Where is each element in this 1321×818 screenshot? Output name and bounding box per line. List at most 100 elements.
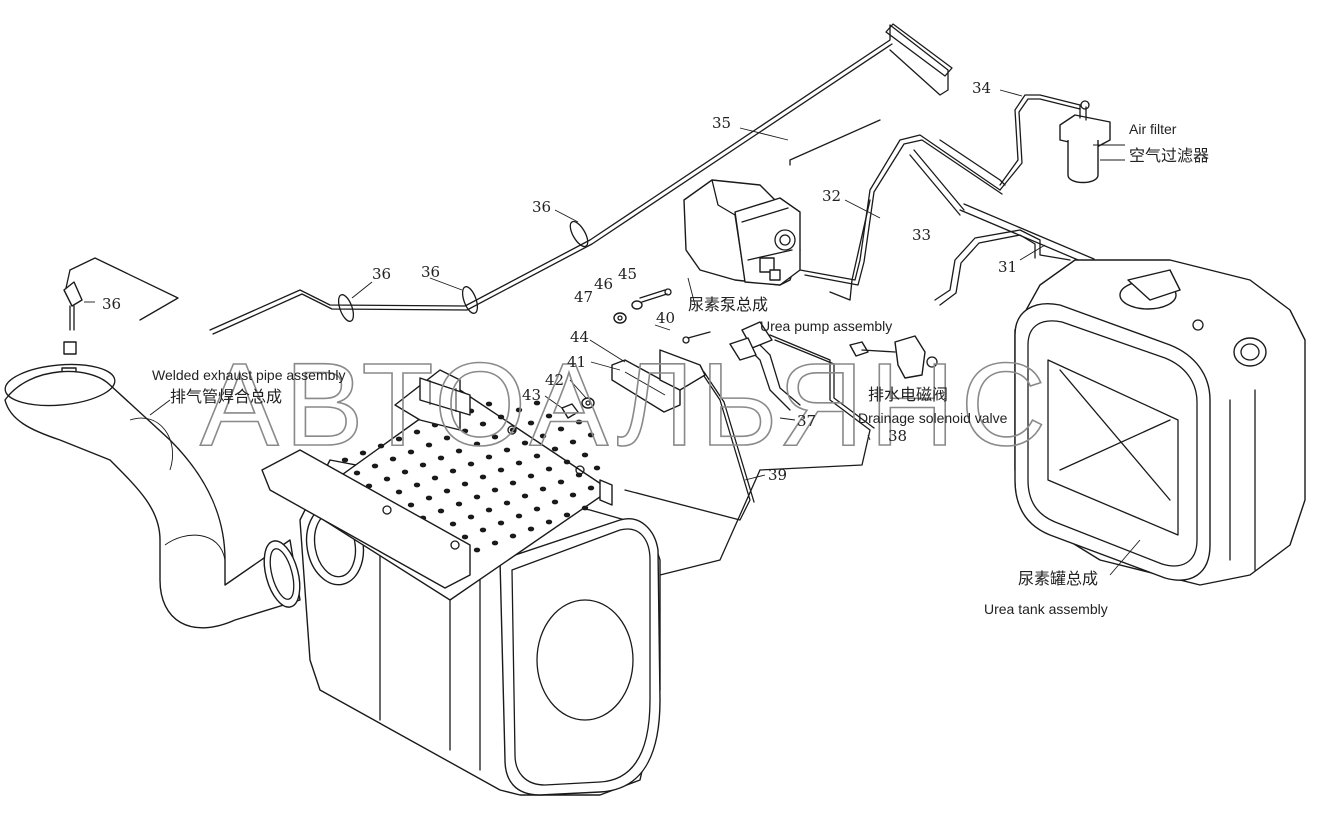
perforation-hole xyxy=(413,429,421,435)
callout-31: 31 xyxy=(998,258,1017,276)
perforation-hole xyxy=(503,500,511,506)
perforation-hole xyxy=(389,456,397,462)
clip-36-c xyxy=(461,286,479,314)
perforation-hole xyxy=(491,540,499,546)
perforation-hole xyxy=(449,521,457,527)
perforation-hole xyxy=(407,449,415,455)
pipe-35 xyxy=(69,23,953,335)
perforation-hole xyxy=(461,428,469,434)
urea-pump xyxy=(683,179,801,286)
perforation-hole xyxy=(371,463,379,469)
air-filter xyxy=(1059,100,1111,184)
perforation-hole xyxy=(545,413,553,419)
perforation-hole xyxy=(485,401,493,407)
callout-36-c: 36 xyxy=(421,263,440,281)
perforation-hole xyxy=(497,414,505,420)
perforation-hole xyxy=(593,465,601,471)
perforation-hole xyxy=(545,466,553,472)
perforation-hole xyxy=(425,442,433,448)
perforation-hole xyxy=(461,534,469,540)
callout-39: 39 xyxy=(768,466,787,484)
perforation-hole xyxy=(581,505,589,511)
perforation-hole xyxy=(413,482,421,488)
callout-33: 33 xyxy=(912,226,931,244)
perforation-hole xyxy=(539,433,547,439)
callout-46: 46 xyxy=(594,275,613,293)
hose-32-33 xyxy=(789,119,1095,301)
urea-tank xyxy=(1014,259,1306,586)
leader-lines xyxy=(84,89,1141,576)
label-air-filter-cn: 空气过滤器 xyxy=(1129,146,1209,165)
callout-47: 47 xyxy=(574,288,593,306)
perforation-hole xyxy=(479,474,487,480)
fastener-45 xyxy=(639,288,672,303)
clip-36-a xyxy=(569,220,589,248)
perforation-hole xyxy=(443,488,451,494)
perforation-hole xyxy=(563,459,571,465)
perforation-hole xyxy=(527,526,535,532)
perforation-hole xyxy=(557,426,565,432)
label-urea-pump-cn: 尿素泵总成 xyxy=(688,295,768,314)
callout-34: 34 xyxy=(972,79,991,97)
perforation-hole xyxy=(515,460,523,466)
perforation-hole xyxy=(491,434,499,440)
callout-44: 44 xyxy=(570,328,589,346)
washer-47 xyxy=(613,312,627,324)
callout-35: 35 xyxy=(712,114,731,132)
perforation-hole xyxy=(557,479,565,485)
label-tank-cn: 尿素罐总成 xyxy=(1018,569,1098,588)
callout-36-d: 36 xyxy=(102,295,121,313)
callout-41: 41 xyxy=(567,353,586,371)
label-air-filter-en: Air filter xyxy=(1129,121,1177,137)
label-drain-en: Drainage solenoid valve xyxy=(858,410,1008,426)
callout-40: 40 xyxy=(656,309,675,327)
perforation-hole xyxy=(479,421,487,427)
perforation-hole xyxy=(497,467,505,473)
perforation-hole xyxy=(551,499,559,505)
perforation-hole xyxy=(527,420,535,426)
perforation-hole xyxy=(515,513,523,519)
perforation-hole xyxy=(509,480,517,486)
label-drain-cn: 排水电磁阀 xyxy=(868,385,948,404)
perforation-hole xyxy=(533,400,541,406)
perforation-hole xyxy=(467,461,475,467)
perforation-hole xyxy=(431,475,439,481)
perforation-hole xyxy=(527,473,535,479)
perforation-hole xyxy=(485,507,493,513)
perforation-hole xyxy=(359,450,367,456)
washer-46 xyxy=(631,300,643,310)
perforation-hole xyxy=(563,512,571,518)
perforation-hole xyxy=(467,514,475,520)
nut-43 xyxy=(561,403,579,419)
perforation-hole xyxy=(449,468,457,474)
callout-32: 32 xyxy=(822,187,841,205)
perforation-hole xyxy=(533,506,541,512)
hose-31 xyxy=(934,229,1071,306)
perforation-hole xyxy=(473,547,481,553)
label-exhaust-cn: 排气管焊合总成 xyxy=(170,387,282,406)
perforation-hole xyxy=(551,446,559,452)
perforation-hole xyxy=(425,495,433,501)
callout-45: 45 xyxy=(618,265,637,283)
perforation-hole xyxy=(461,481,469,487)
perforation-hole xyxy=(455,501,463,507)
perforation-hole xyxy=(581,452,589,458)
washer-42 xyxy=(581,397,595,409)
perforation-hole xyxy=(377,443,385,449)
perforation-hole xyxy=(443,435,451,441)
pipe-34 xyxy=(999,94,1081,191)
perforation-hole xyxy=(545,519,553,525)
perforation-hole xyxy=(569,439,577,445)
perforation-hole xyxy=(509,533,517,539)
label-exhaust-en: Welded exhaust pipe assembly xyxy=(152,367,346,383)
perforation-hole xyxy=(395,436,403,442)
perforation-hole xyxy=(419,462,427,468)
connector-40 xyxy=(682,321,773,361)
perforation-hole xyxy=(455,448,463,454)
perforation-hole xyxy=(497,520,505,526)
perforation-hole xyxy=(587,432,595,438)
perforation-hole xyxy=(515,407,523,413)
perforation-hole xyxy=(401,469,409,475)
perforation-hole xyxy=(407,502,415,508)
